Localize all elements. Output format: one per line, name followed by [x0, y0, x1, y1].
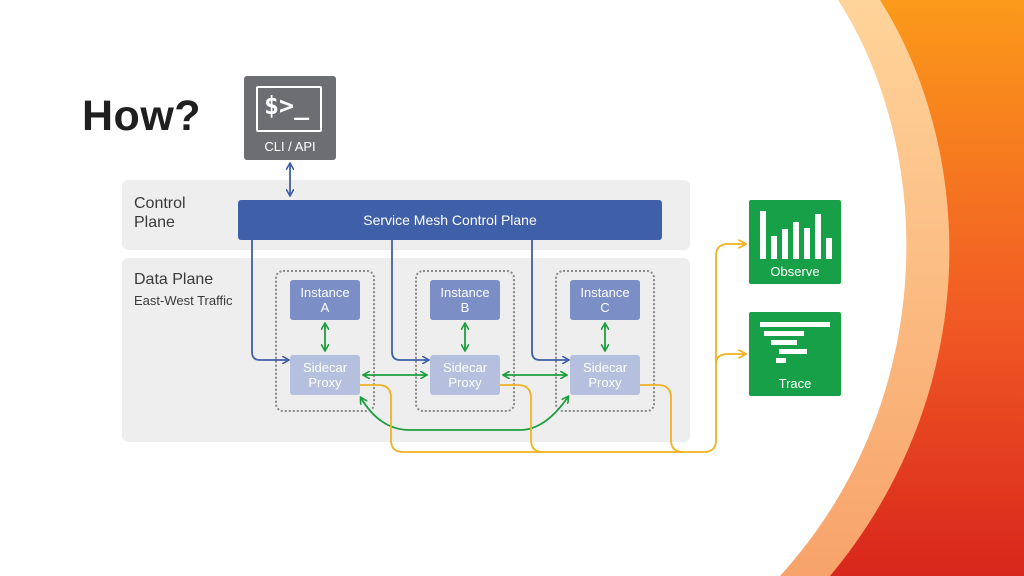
proxy-c-telemetry-line — [640, 384, 684, 453]
proxy-a-telemetry-line — [360, 244, 745, 453]
bar-chart-icon — [760, 211, 832, 259]
trace-telemetry-line — [715, 354, 745, 365]
control-plane-label-line2: Plane — [134, 214, 175, 231]
observe-tile: Observe — [749, 200, 841, 284]
pod-a-outline — [275, 270, 375, 412]
cli-api-box: $>_ CLI / API — [244, 76, 336, 160]
sidecar-proxy-b: Sidecar Proxy — [430, 355, 500, 395]
control-plane-label-line1: Control — [134, 195, 186, 212]
instance-c: Instance C — [570, 280, 640, 320]
control-to-proxy-a-line — [251, 240, 288, 360]
instance-a: Instance A — [290, 280, 360, 320]
data-plane-label: Data Plane — [134, 271, 214, 288]
proxy-a-proxy-c-loop — [361, 397, 568, 431]
pod-c-outline — [555, 270, 655, 412]
sidecar-proxy-c: Sidecar Proxy — [570, 355, 640, 395]
sidecar-proxy-a: Sidecar Proxy — [290, 355, 360, 395]
east-west-traffic-label: East-West Traffic — [134, 293, 233, 308]
observe-label: Observe — [770, 264, 820, 279]
terminal-icon: $>_ — [256, 86, 322, 132]
control-to-proxy-c-line — [531, 240, 568, 360]
trace-tile: Trace — [749, 312, 841, 396]
pod-b-outline — [415, 270, 515, 412]
terminal-prompt: $>_ — [264, 91, 310, 120]
service-mesh-control-plane-bar: Service Mesh Control Plane — [238, 200, 662, 240]
cli-api-label: CLI / API — [264, 139, 316, 154]
slide-title: How? — [82, 92, 202, 140]
instance-b: Instance B — [430, 280, 500, 320]
swoosh-main-band — [830, 0, 1024, 576]
trace-label: Trace — [778, 376, 812, 391]
trace-waterfall-icon — [760, 322, 830, 363]
proxy-b-telemetry-line — [500, 384, 544, 453]
control-to-proxy-b-line — [391, 240, 428, 360]
